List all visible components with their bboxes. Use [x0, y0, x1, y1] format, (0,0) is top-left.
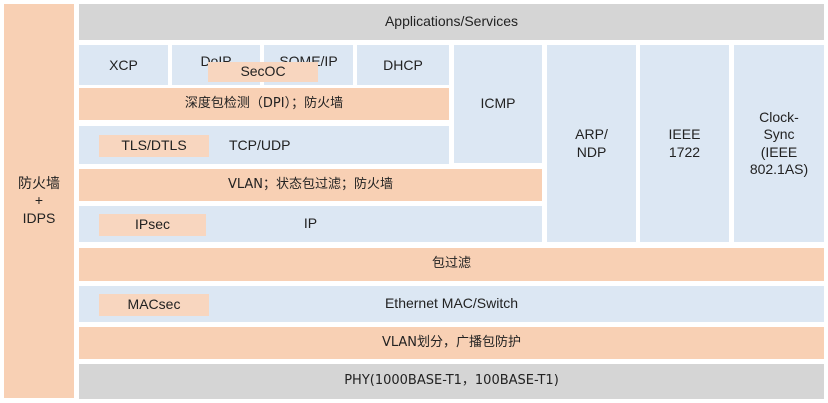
macsec-tag: MACsec — [99, 294, 209, 316]
tls-dtls-tag: TLS/DTLS — [99, 135, 209, 157]
applications-services-layer: Applications/Services — [79, 4, 824, 40]
icmp-box: ICMP — [454, 45, 542, 163]
ethernet-label: Ethernet MAC/Switch — [384, 295, 519, 312]
arp-ndp-label: ARP/ NDP — [575, 126, 608, 160]
vlan-broadcast-layer: VLAN划分，广播包防护 — [79, 327, 824, 359]
dpi-firewall-label: 深度包检测（DPI）；防火墙 — [184, 95, 344, 111]
tls-dtls-label: TLS/DTLS — [121, 137, 187, 154]
ip-label: IP — [303, 215, 318, 232]
vlan-firewall-label: VLAN；状态包过滤；防火墙 — [227, 176, 394, 192]
ipsec-tag: IPsec — [99, 214, 206, 236]
packet-filter-label: 包过滤 — [431, 256, 471, 272]
applications-services-label: Applications/Services — [384, 13, 519, 30]
icmp-label: ICMP — [480, 95, 516, 112]
ethernet-layer: Ethernet MAC/Switch — [79, 286, 824, 322]
xcp-label: XCP — [109, 57, 138, 73]
secoc-label: SecOC — [240, 63, 286, 80]
clock-sync-label: Clock- Sync (IEEE 802.1AS) — [749, 108, 809, 178]
ipsec-label: IPsec — [134, 216, 170, 233]
firewall-idps-column: 防火墙 + IDPS — [4, 4, 74, 398]
ieee1722-box: IEEE 1722 — [640, 45, 729, 242]
dpi-firewall-layer: 深度包检测（DPI）；防火墙 — [79, 88, 449, 120]
arp-ndp-box: ARP/ NDP — [547, 45, 636, 242]
vlan-broadcast-label: VLAN划分，广播包防护 — [381, 334, 522, 350]
macsec-label: MACsec — [127, 296, 181, 313]
phy-layer: PHY(1000BASE-T1，100BASE-T1) — [79, 364, 824, 399]
tcp-udp-label: TCP/UDP — [229, 137, 291, 153]
clock-sync-box: Clock- Sync (IEEE 802.1AS) — [734, 45, 824, 242]
xcp-box: XCP — [79, 45, 168, 85]
dhcp-box: DHCP — [357, 45, 449, 85]
vlan-firewall-layer: VLAN；状态包过滤；防火墙 — [79, 169, 542, 201]
packet-filter-layer: 包过滤 — [79, 248, 824, 281]
dhcp-label: DHCP — [383, 57, 423, 73]
ieee1722-label: IEEE 1722 — [668, 126, 701, 160]
secoc-tag: SecOC — [208, 62, 318, 82]
phy-label: PHY(1000BASE-T1，100BASE-T1) — [344, 373, 559, 389]
firewall-idps-label: 防火墙 + IDPS — [18, 174, 60, 226]
